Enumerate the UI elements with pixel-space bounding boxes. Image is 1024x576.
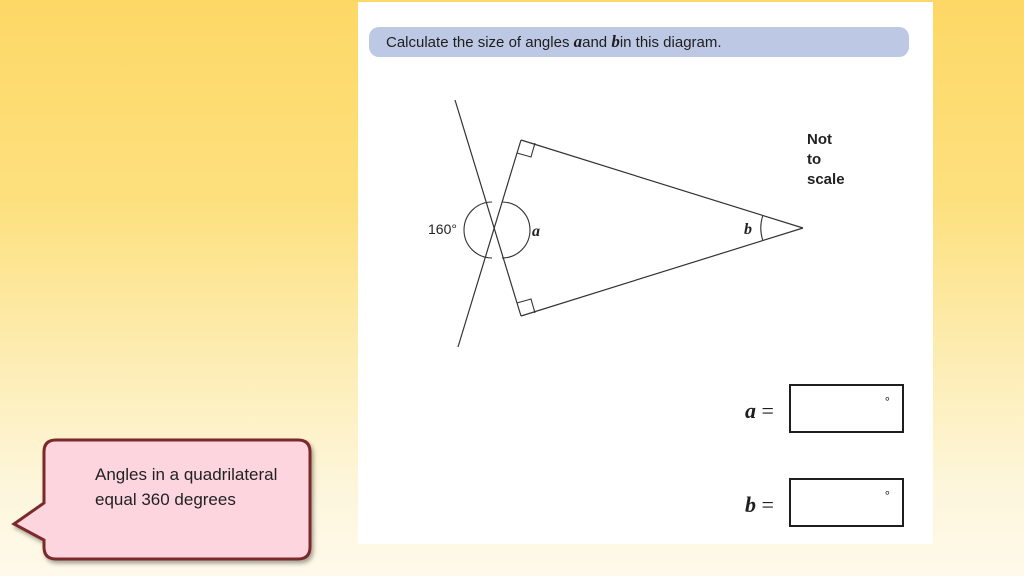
upper-side (520, 139, 804, 229)
angle-a-label: a (532, 223, 540, 240)
speech-callout (11, 438, 312, 561)
geometry-diagram: 160° a b Not to scale (428, 99, 845, 348)
lower-side (520, 227, 804, 317)
angle-160-arc (463, 201, 493, 259)
angle-a-arc (501, 201, 531, 259)
angle-b-label: b (744, 221, 752, 238)
right-angle-marker-bottom (516, 298, 536, 314)
straight-line-2 (454, 99, 522, 317)
scale-note-line-2: to (807, 151, 821, 168)
answer-b-input[interactable]: ° (789, 478, 904, 527)
answer-b-equals: = (756, 492, 774, 517)
question-var-b: b (611, 32, 620, 51)
answer-a-input[interactable]: ° (789, 384, 904, 433)
answer-a-var: a (745, 398, 756, 423)
answer-a-degree: ° (884, 394, 890, 409)
question-banner: Calculate the size of angles a and b in … (369, 27, 909, 57)
callout-text: Angles in a quadrilateral equal 360 degr… (95, 465, 278, 509)
callout-bubble (11, 438, 312, 561)
scale-note-line-1: Not (807, 131, 832, 148)
answer-b-var: b (745, 492, 756, 517)
worksheet-panel: Calculate the size of angles a and b in … (358, 2, 933, 544)
angle-b-arc (760, 214, 764, 242)
straight-line-1 (457, 139, 522, 348)
answer-a-label: a = (745, 398, 774, 424)
question-var-a: a (573, 32, 583, 51)
question-suffix: in this diagram. (619, 33, 722, 51)
angle-160-label: 160° (428, 221, 457, 237)
answer-b-degree: ° (884, 488, 890, 503)
question-prefix: Calculate the size of angles (386, 33, 570, 51)
scale-note-line-3: scale (807, 171, 845, 188)
question-middle: and (582, 33, 608, 51)
answer-b-label: b = (745, 492, 774, 518)
right-angle-marker-top (516, 142, 536, 158)
answer-a-equals: = (756, 398, 774, 423)
